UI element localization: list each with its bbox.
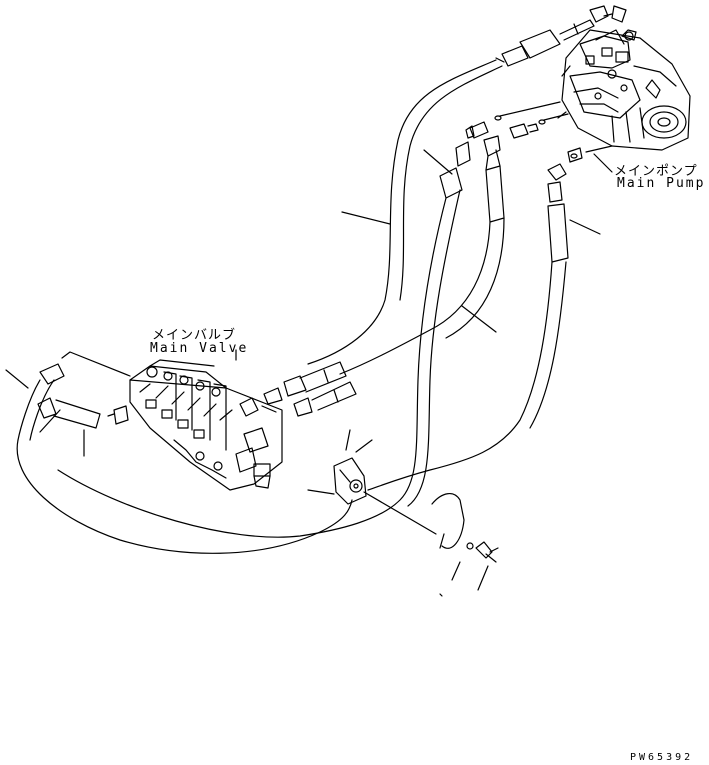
main-pump-label-en: Main Pump (617, 176, 706, 191)
hose-valve-right (300, 362, 356, 410)
hose-center (58, 102, 568, 537)
drawing-code: PW65392 (630, 752, 694, 763)
hose-upper (308, 20, 594, 364)
hose-left (6, 352, 352, 553)
main-pump-label-ja: メインポンプ (614, 164, 698, 179)
bracket-and-bolt (432, 494, 498, 596)
main-pump (558, 6, 690, 150)
pump-leader-line (594, 154, 612, 172)
main-valve-label-en: Main Valve (150, 341, 249, 356)
hose-clamp (308, 430, 436, 534)
hose-right (368, 146, 612, 490)
main-valve (108, 360, 312, 490)
main-valve-label-ja: メインバルブ (152, 328, 237, 343)
